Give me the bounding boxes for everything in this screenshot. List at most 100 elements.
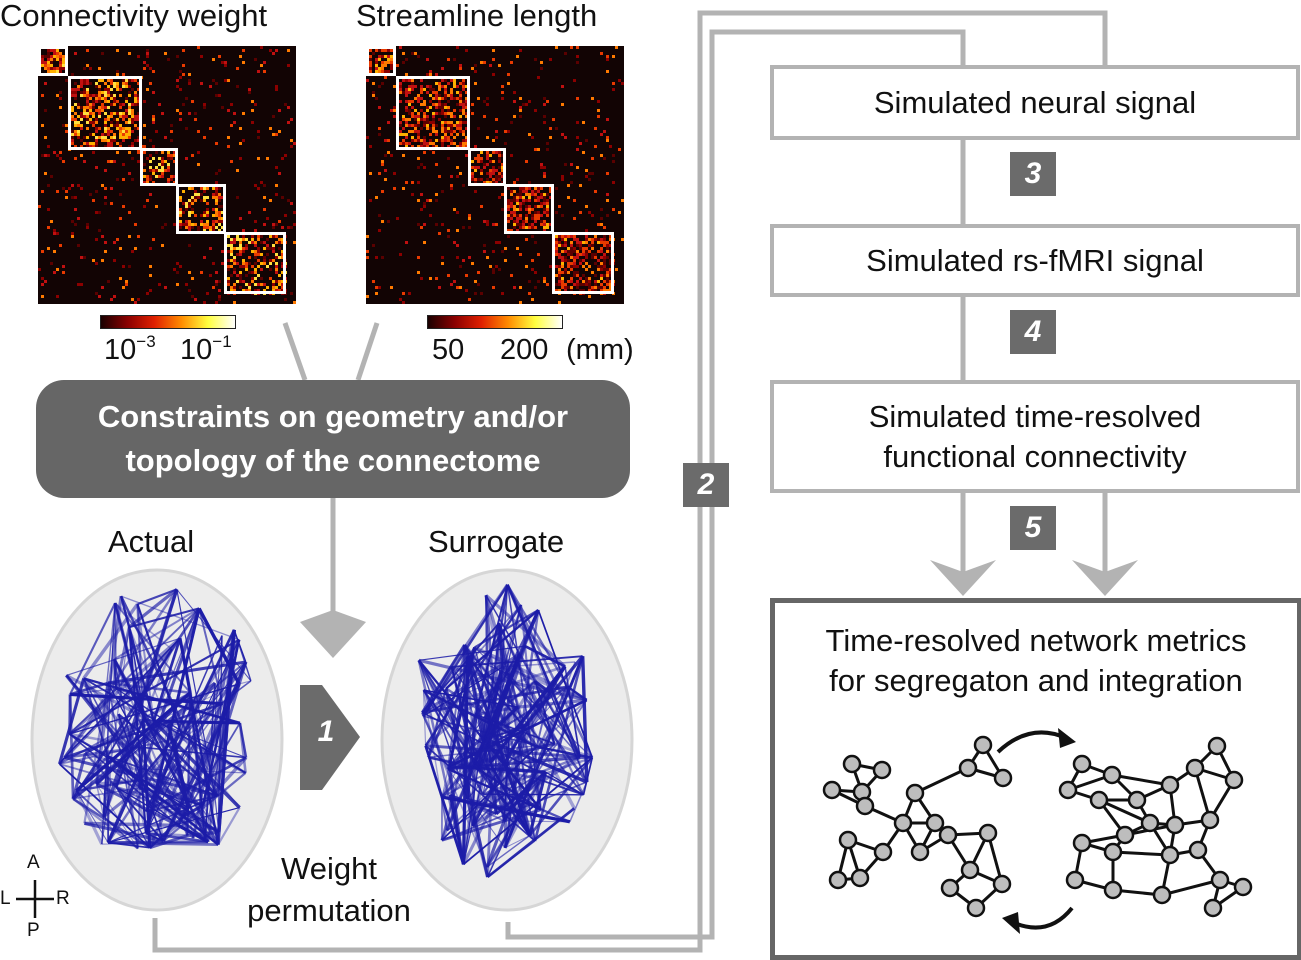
matrix-cell bbox=[272, 235, 275, 238]
matrix-cell bbox=[239, 274, 242, 277]
matrix-cell bbox=[396, 217, 399, 220]
matrix-cell bbox=[600, 277, 603, 280]
matrix-cell bbox=[191, 187, 194, 190]
matrix-cell bbox=[212, 58, 215, 61]
matrix-cell bbox=[137, 160, 140, 163]
matrix-cell bbox=[233, 247, 236, 250]
matrix-cell bbox=[212, 286, 215, 289]
module-box bbox=[504, 184, 554, 234]
connectivity-weight-matrix bbox=[38, 46, 296, 304]
matrix-cell bbox=[432, 103, 435, 106]
matrix-cell bbox=[459, 127, 462, 130]
matrix-cell bbox=[513, 115, 516, 118]
matrix-cell bbox=[71, 136, 74, 139]
matrix-cell bbox=[384, 70, 387, 73]
matrix-cell bbox=[534, 148, 537, 151]
matrix-cell bbox=[131, 157, 134, 160]
matrix-cell bbox=[528, 280, 531, 283]
matrix-cell bbox=[86, 106, 89, 109]
matrix-cell bbox=[107, 115, 110, 118]
matrix-cell bbox=[101, 97, 104, 100]
matrix-cell bbox=[570, 262, 573, 265]
matrix-cell bbox=[146, 175, 149, 178]
matrix-cell bbox=[528, 211, 531, 214]
matrix-cell bbox=[603, 259, 606, 262]
matrix-cell bbox=[53, 70, 56, 73]
matrix-cell bbox=[95, 190, 98, 193]
matrix-cell bbox=[507, 202, 510, 205]
matrix-cell bbox=[420, 127, 423, 130]
matrix-cell bbox=[110, 82, 113, 85]
matrix-cell bbox=[429, 142, 432, 145]
matrix-cell bbox=[275, 253, 278, 256]
matrix-cell bbox=[158, 283, 161, 286]
matrix-cell bbox=[179, 70, 182, 73]
matrix-cell bbox=[531, 190, 534, 193]
matrix-cell bbox=[101, 235, 104, 238]
matrix-cell bbox=[110, 94, 113, 97]
matrix-cell bbox=[561, 103, 564, 106]
matrix-cell bbox=[444, 139, 447, 142]
matrix-cell bbox=[92, 94, 95, 97]
matrix-cell bbox=[561, 262, 564, 265]
matrix-cell bbox=[471, 103, 474, 106]
matrix-cell bbox=[185, 157, 188, 160]
network-metrics-box: Time-resolved network metrics for segreg… bbox=[770, 598, 1301, 960]
matrix-cell bbox=[152, 145, 155, 148]
matrix-cell bbox=[483, 115, 486, 118]
matrix-cell bbox=[375, 64, 378, 67]
matrix-cell bbox=[408, 124, 411, 127]
matrix-cell bbox=[558, 205, 561, 208]
matrix-cell bbox=[53, 229, 56, 232]
matrix-cell bbox=[104, 124, 107, 127]
matrix-cell bbox=[278, 283, 281, 286]
matrix-cell bbox=[369, 67, 372, 70]
matrix-cell bbox=[414, 85, 417, 88]
matrix-cell bbox=[555, 187, 558, 190]
matrix-cell bbox=[179, 118, 182, 121]
matrix-cell bbox=[122, 205, 125, 208]
matrix-cell bbox=[585, 262, 588, 265]
matrix-cell bbox=[426, 142, 429, 145]
matrix-cell bbox=[125, 97, 128, 100]
matrix-cell bbox=[519, 106, 522, 109]
matrix-cell bbox=[128, 172, 131, 175]
matrix-cell bbox=[41, 64, 44, 67]
matrix-cell bbox=[287, 226, 290, 229]
matrix-cell bbox=[185, 223, 188, 226]
matrix-cell bbox=[510, 274, 513, 277]
matrix-cell bbox=[378, 49, 381, 52]
matrix-cell bbox=[236, 247, 239, 250]
matrix-cell bbox=[462, 142, 465, 145]
matrix-cell bbox=[612, 82, 615, 85]
matrix-cell bbox=[77, 136, 80, 139]
matrix-cell bbox=[74, 145, 77, 148]
matrix-cell bbox=[600, 256, 603, 259]
matrix-cell bbox=[558, 283, 561, 286]
matrix-cell bbox=[56, 58, 59, 61]
surrogate-label: Surrogate bbox=[428, 524, 565, 559]
matrix-cell bbox=[402, 61, 405, 64]
matrix-cell bbox=[167, 169, 170, 172]
matrix-cell bbox=[248, 271, 251, 274]
matrix-cell bbox=[287, 121, 290, 124]
matrix-cell bbox=[143, 61, 146, 64]
matrix-cell bbox=[579, 289, 582, 292]
matrix-cell bbox=[456, 175, 459, 178]
matrix-cell bbox=[453, 142, 456, 145]
matrix-cell bbox=[272, 247, 275, 250]
matrix-cell bbox=[462, 100, 465, 103]
matrix-cell bbox=[441, 256, 444, 259]
matrix-cell bbox=[528, 187, 531, 190]
matrix-cell bbox=[531, 235, 534, 238]
matrix-cell bbox=[266, 238, 269, 241]
matrix-cell bbox=[86, 103, 89, 106]
matrix-cell bbox=[83, 136, 86, 139]
matrix-cell bbox=[450, 124, 453, 127]
matrix-cell bbox=[525, 214, 528, 217]
matrix-cell bbox=[92, 151, 95, 154]
matrix-cell bbox=[465, 91, 468, 94]
matrix-cell bbox=[399, 82, 402, 85]
matrix-cell bbox=[504, 247, 507, 250]
matrix-cell bbox=[215, 190, 218, 193]
